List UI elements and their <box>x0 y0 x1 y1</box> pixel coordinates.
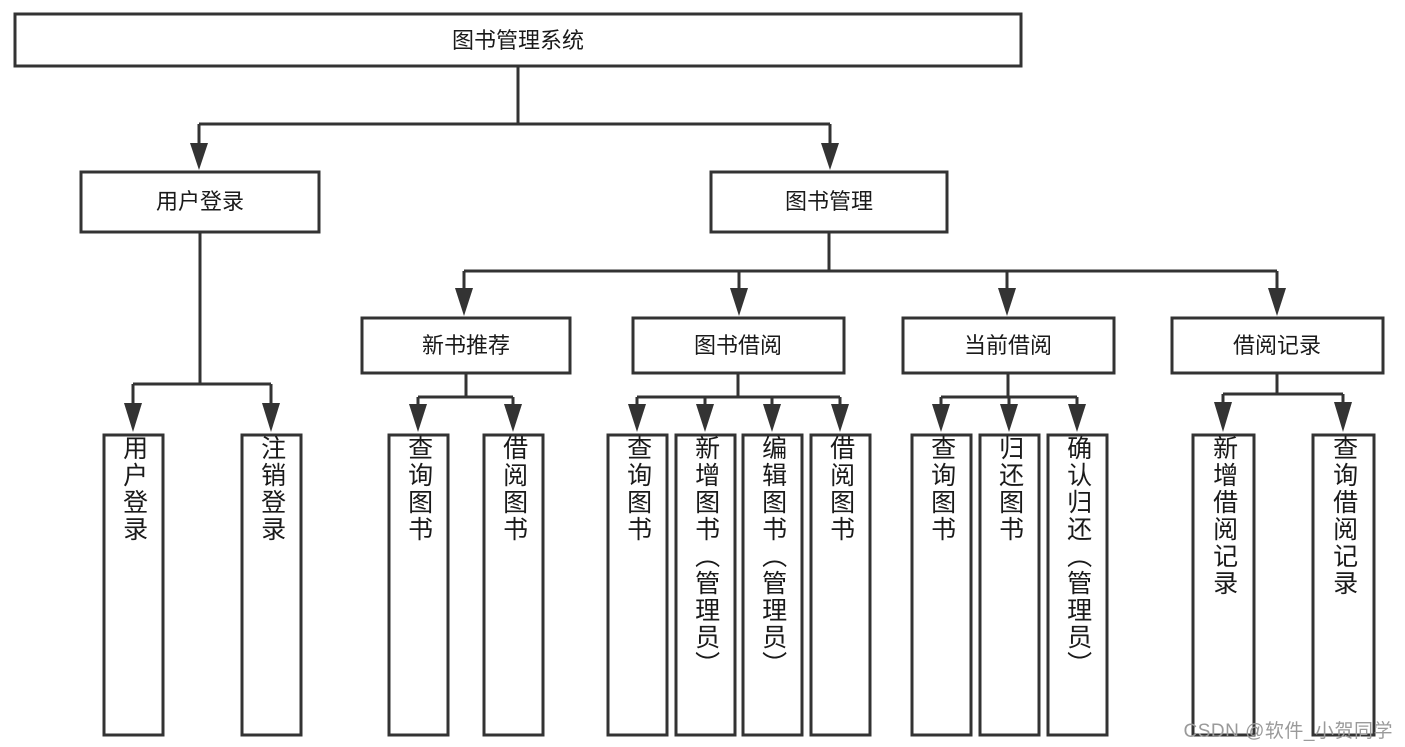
leaf-borrow-book-1-box-shape <box>482 433 545 737</box>
leaf-add-book-box-shape <box>674 433 737 737</box>
arrowhead-user-login <box>190 143 208 170</box>
leaf-query-book-2-box-shape <box>606 433 669 737</box>
book-borrow-box-shape <box>631 316 846 375</box>
book-borrow-box-label: 图书借阅 <box>694 333 782 358</box>
arrowhead-leaf-query-record <box>1334 402 1352 432</box>
leaf-node-borrow-book-1[interactable] <box>482 433 545 737</box>
arrowhead-leaf-query-book-1 <box>409 404 427 432</box>
leaf-node-query-book-2[interactable] <box>606 433 669 737</box>
arrowhead-leaf-logout-login <box>262 403 280 432</box>
arrowhead-new-book-recommend <box>455 288 473 316</box>
leaf-borrow-book-2-box-shape <box>809 433 872 737</box>
leaf-node-edit-book[interactable] <box>741 433 804 737</box>
root-box-label: 图书管理系统 <box>452 28 584 53</box>
node-user-login[interactable]: 用户登录 <box>79 170 321 234</box>
arrowhead-leaf-query-book-2 <box>628 404 646 432</box>
arrowhead-leaf-borrow-book-2 <box>831 404 849 432</box>
leaf-node-query-book-3[interactable] <box>910 433 973 737</box>
leaf-logout-login-box-shape <box>240 433 303 737</box>
arrowhead-leaf-add-book <box>696 404 714 432</box>
node-current-borrow[interactable]: 当前借阅 <box>901 316 1116 375</box>
arrowhead-leaf-return-book <box>1000 404 1018 432</box>
leaf-user-login-box-shape <box>102 433 165 737</box>
book-management-box-shape <box>709 170 949 234</box>
leaf-node-add-book[interactable] <box>674 433 737 737</box>
node-borrow-record[interactable]: 借阅记录 <box>1170 316 1385 375</box>
leaf-edit-book-box-shape <box>741 433 804 737</box>
arrowhead-borrow-record <box>1268 288 1286 316</box>
new-book-recommend-box-label: 新书推荐 <box>422 333 510 358</box>
node-book-management[interactable]: 图书管理 <box>709 170 949 234</box>
leaf-node-query-book-1[interactable] <box>387 433 450 737</box>
leaf-query-book-3-box-shape <box>910 433 973 737</box>
leaf-query-book-1-box-shape <box>387 433 450 737</box>
arrowhead-leaf-edit-book <box>763 404 781 432</box>
leaf-node-user-login[interactable] <box>102 433 165 737</box>
leaf-confirm-return-box-shape <box>1046 433 1109 737</box>
borrow-record-box-label: 借阅记录 <box>1233 333 1321 358</box>
current-borrow-box-label: 当前借阅 <box>964 333 1052 358</box>
arrowhead-leaf-add-record <box>1214 402 1232 432</box>
leaf-query-record-box-shape <box>1311 433 1376 737</box>
arrowhead-leaf-query-book-3 <box>932 404 950 432</box>
new-book-recommend-box-shape <box>360 316 572 375</box>
node-root[interactable]: 图书管理系统 <box>13 12 1023 68</box>
arrowhead-current-borrow <box>998 288 1016 316</box>
book-management-box-label: 图书管理 <box>785 189 873 214</box>
borrow-record-box-shape <box>1170 316 1385 375</box>
node-new-book-recommend[interactable]: 新书推荐 <box>360 316 572 375</box>
arrowhead-book-management <box>821 143 839 170</box>
root-box-shape <box>13 12 1023 68</box>
watermark-text: CSDN @软件_小贺同学 <box>1183 721 1393 742</box>
leaf-add-record-box-shape <box>1191 433 1256 737</box>
arrowhead-book-borrow <box>730 288 748 316</box>
leaf-node-return-book[interactable] <box>978 433 1041 737</box>
leaf-node-borrow-book-2[interactable] <box>809 433 872 737</box>
leaf-node-query-record[interactable] <box>1311 433 1376 737</box>
arrowhead-leaf-confirm-return <box>1068 404 1086 432</box>
arrowhead-leaf-borrow-book-1 <box>504 404 522 432</box>
arrowhead-leaf-user-login <box>124 403 142 432</box>
leaf-node-add-record[interactable] <box>1191 433 1256 737</box>
node-book-borrow[interactable]: 图书借阅 <box>631 316 846 375</box>
leaf-node-confirm-return[interactable] <box>1046 433 1109 737</box>
leaf-return-book-box-shape <box>978 433 1041 737</box>
current-borrow-box-shape <box>901 316 1116 375</box>
user-login-box-label: 用户登录 <box>156 189 244 214</box>
leaf-node-logout-login[interactable] <box>240 433 303 737</box>
